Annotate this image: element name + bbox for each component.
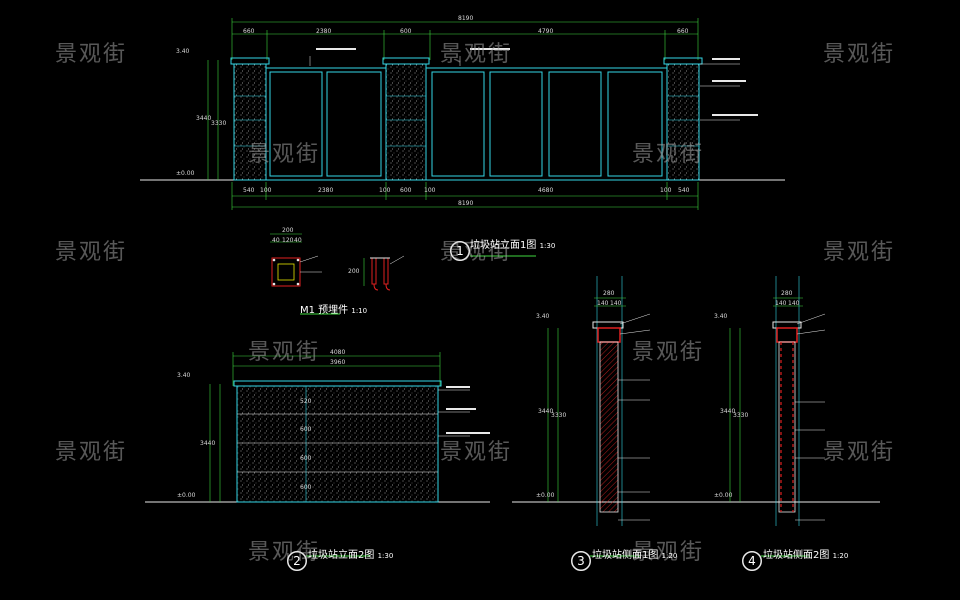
dim-top: 140 xyxy=(775,300,787,307)
dim-top: 140 xyxy=(597,300,609,307)
level-ground: ±0.00 xyxy=(714,492,733,499)
dim-bottom: 4680 xyxy=(538,187,554,194)
level-ground: ±0.00 xyxy=(177,492,196,499)
dim-bottom: 600 xyxy=(400,187,412,194)
dim-left: 3440 xyxy=(720,408,736,415)
dim-total-top: 8190 xyxy=(458,15,474,22)
dim-bottom: 540 xyxy=(678,187,690,194)
dim-bottom: 100 xyxy=(660,187,672,194)
drawing-title-2: 垃圾站立面2图 1:30 xyxy=(308,550,394,561)
drawing-number-4: 4 xyxy=(742,551,762,571)
dim-course: 520 xyxy=(300,398,312,405)
dim-left: 3440 xyxy=(538,408,554,415)
dim-top: 280 xyxy=(781,290,793,297)
dim-m1: 200 xyxy=(282,227,294,234)
dim-m1: 40 xyxy=(294,237,302,244)
dim-m1: 40 xyxy=(272,237,280,244)
dim-left: 3330 xyxy=(551,412,567,419)
level-top: 3.40 xyxy=(177,372,191,379)
level-ground: ±0.00 xyxy=(176,170,195,177)
dim-left: 3440 xyxy=(196,115,212,122)
dim-bottom: 100 xyxy=(424,187,436,194)
dim-bottom: 100 xyxy=(379,187,391,194)
elevation-2 xyxy=(145,352,490,571)
dim-course: 600 xyxy=(300,484,312,491)
dim-m1: 200 xyxy=(348,268,360,275)
dim-top: 4080 xyxy=(330,349,346,356)
dim-course: 600 xyxy=(300,455,312,462)
pillar-middle xyxy=(385,63,427,181)
drawing-number-2: 2 xyxy=(287,551,307,571)
drawing-title-4: 垃圾站侧面2图 1:20 xyxy=(763,550,849,561)
dim-top: 140 xyxy=(788,300,800,307)
dim-left: 3440 xyxy=(200,440,216,447)
detail-title-m1: M1 预埋件 1:10 xyxy=(300,305,368,316)
drawing-number-1: 1 xyxy=(450,241,470,261)
elevation-1 xyxy=(140,18,785,261)
dim-top: 280 xyxy=(603,290,615,297)
drawing-number-3: 3 xyxy=(571,551,591,571)
dim-left: 3330 xyxy=(211,120,227,127)
wall-block xyxy=(236,385,439,503)
drawing-title-1: 垃圾站立面1图 1:30 xyxy=(470,240,556,251)
dim-left: 3330 xyxy=(733,412,749,419)
level-top: 3.40 xyxy=(536,313,550,320)
wall-section-hatch xyxy=(599,341,619,513)
detail-m1 xyxy=(270,233,405,315)
dim-top: 660 xyxy=(243,28,255,35)
dim-m1: 120 xyxy=(282,237,294,244)
section-2 xyxy=(700,276,880,571)
dim-top: 600 xyxy=(400,28,412,35)
drawing-title-3: 垃圾站侧面1图 1:20 xyxy=(592,550,678,561)
dim-top: 2380 xyxy=(316,28,332,35)
level-top: 3.40 xyxy=(176,48,190,55)
dim-top: 4790 xyxy=(538,28,554,35)
dim-top: 140 xyxy=(610,300,622,307)
pillar-right xyxy=(666,63,700,181)
dim-bottom: 2380 xyxy=(318,187,334,194)
dim-total-bottom: 8190 xyxy=(458,200,474,207)
section-1 xyxy=(512,276,700,571)
dim-bottom: 540 xyxy=(243,187,255,194)
level-ground: ±0.00 xyxy=(536,492,555,499)
dim-course: 600 xyxy=(300,426,312,433)
pillar-left xyxy=(233,63,267,181)
dim-bottom: 100 xyxy=(260,187,272,194)
dim-top: 3960 xyxy=(330,359,346,366)
level-top: 3.40 xyxy=(714,313,728,320)
dim-top: 660 xyxy=(677,28,689,35)
